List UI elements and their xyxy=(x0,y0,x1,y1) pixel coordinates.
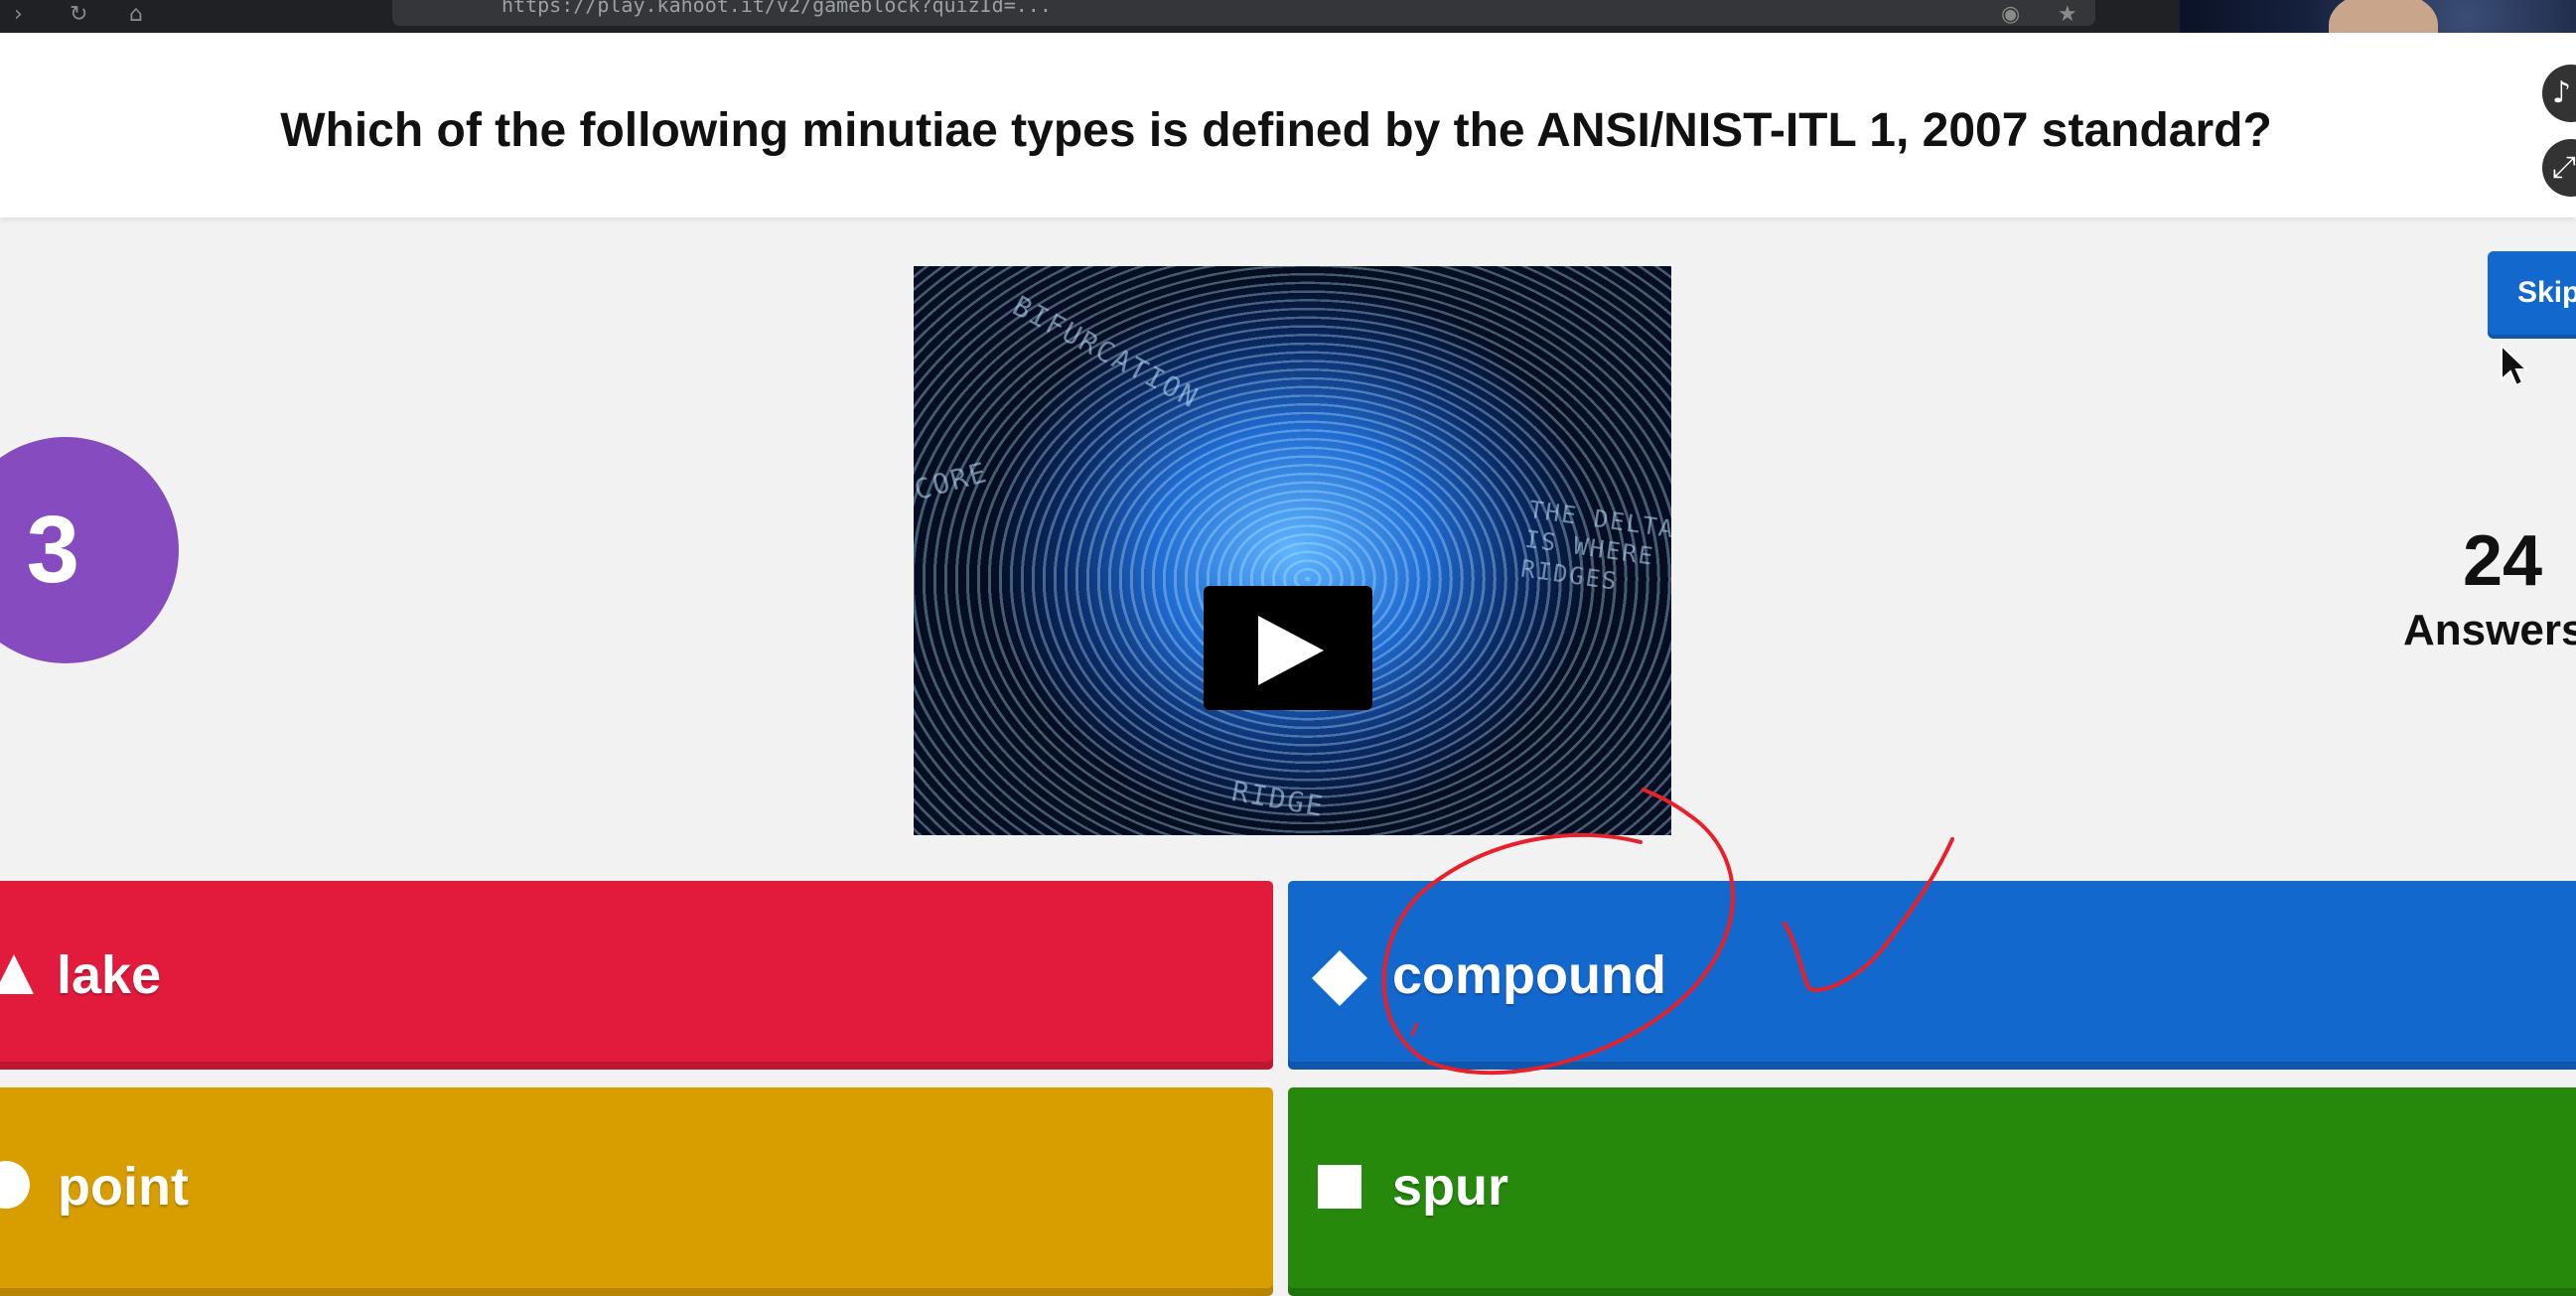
question-media: BIFURCATION CORE THE DELTA IS WHERE RIDG… xyxy=(914,266,1671,835)
answer-option-lake[interactable]: lake xyxy=(0,881,1273,1070)
mouse-cursor-icon xyxy=(2501,344,2527,387)
skip-button[interactable]: Skip xyxy=(2488,251,2576,339)
account-icon[interactable]: ◉ xyxy=(2001,2,2021,27)
countdown-timer: 3 xyxy=(0,437,179,663)
diamond-icon xyxy=(1312,950,1367,1006)
answer-option-point[interactable]: point xyxy=(0,1087,1273,1296)
home-icon[interactable]: ⌂ xyxy=(129,2,143,27)
question-text: Which of the following minutiae types is… xyxy=(280,104,2272,157)
answers-counter: 24 Answers xyxy=(2403,516,2576,655)
answers-count-number: 24 xyxy=(2463,521,2543,601)
play-button[interactable] xyxy=(1204,586,1372,710)
browser-toolbar: › ↻ ⌂ https://play.kahoot.it/v2/gamebloc… xyxy=(0,0,2576,33)
answer-option-spur[interactable]: spur xyxy=(1288,1087,2576,1296)
answer-label: compound xyxy=(1392,945,1666,1005)
forward-icon[interactable]: › xyxy=(14,2,23,27)
play-icon xyxy=(1258,616,1324,685)
address-bar[interactable]: https://play.kahoot.it/v2/gameblock?quiz… xyxy=(392,0,2095,26)
answers-count-label: Answers xyxy=(2403,606,2576,654)
square-icon xyxy=(1318,1165,1361,1209)
circle-icon xyxy=(0,1161,30,1209)
answer-label: lake xyxy=(57,945,162,1005)
bookmark-star-icon[interactable]: ★ xyxy=(2058,2,2077,27)
answer-label: spur xyxy=(1392,1157,1509,1217)
answer-option-compound[interactable]: compound xyxy=(1288,881,2576,1070)
reload-icon[interactable]: ↻ xyxy=(70,2,88,27)
fingerprint-ridges xyxy=(914,266,1671,835)
answer-label: point xyxy=(58,1157,189,1217)
question-header: Which of the following minutiae types is… xyxy=(0,33,2576,217)
triangle-icon xyxy=(0,954,34,994)
